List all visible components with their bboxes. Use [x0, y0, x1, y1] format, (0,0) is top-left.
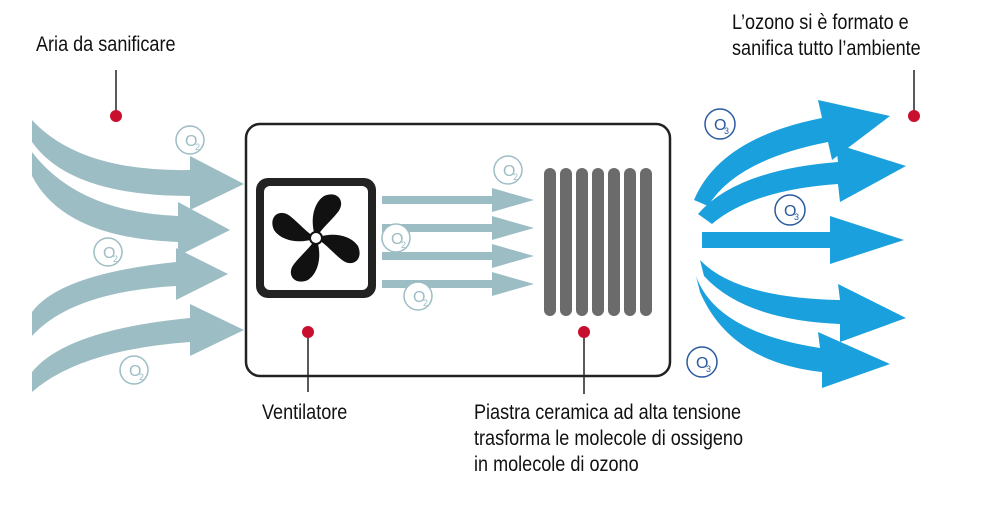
inner-arrow-4: [382, 272, 534, 296]
oxygen-subscript: 2: [195, 142, 200, 152]
inner-arrows: [382, 188, 534, 296]
label-fan-text: Ventilatore: [262, 401, 348, 424]
oxygen-molecule: O 2: [119, 355, 149, 385]
oxygen-symbol: O: [185, 133, 197, 150]
oxygen-molecule: O 2: [175, 125, 205, 155]
fan-icon: [256, 178, 376, 298]
oxygen-subscript: 2: [113, 254, 118, 264]
oxygen-molecule: O 2: [93, 237, 123, 267]
inner-arrow-2: [382, 216, 534, 240]
label-ozone-out-line-1: L’ozono si è formato e: [732, 11, 909, 34]
ozone-symbol: O: [784, 203, 796, 220]
oxygen-symbol: O: [503, 163, 515, 180]
outlet-arrows: [694, 100, 906, 388]
ozone-molecule: O 3: [774, 194, 806, 226]
inlet-arrows: [32, 120, 244, 392]
inlet-arrow-1: [32, 120, 244, 210]
oxygen-molecule: O 2: [493, 155, 523, 185]
label-plate-line-1: Piastra ceramica ad alta tensione: [474, 401, 742, 424]
outlet-arrow-2: [698, 144, 906, 224]
ozone-symbol: O: [696, 355, 708, 372]
ozone-symbol: O: [714, 117, 726, 134]
inlet-arrow-4: [32, 304, 244, 392]
label-ozone-out-line-2: sanifica tutto l’ambiente: [732, 37, 921, 60]
label-plate: Piastra ceramica ad alta tensione trasfo…: [474, 400, 743, 478]
marker-dot: [110, 110, 122, 122]
oxygen-molecule: O 2: [403, 281, 433, 311]
inlet-arrow-2: [32, 152, 230, 256]
ozone-subscript: 3: [794, 212, 799, 222]
oxygen-symbol: O: [413, 289, 425, 306]
label-plate-line-3: in molecole di ozono: [474, 453, 639, 476]
oxygen-subscript: 2: [401, 240, 406, 250]
oxygen-subscript: 2: [513, 172, 518, 182]
oxygen-symbol: O: [391, 231, 403, 248]
oxygen-symbol: O: [103, 245, 115, 262]
inlet-arrow-3: [32, 248, 228, 336]
ozone-subscript: 3: [706, 364, 711, 374]
marker-dot: [578, 326, 590, 338]
ceramic-plate-icon: [544, 168, 652, 316]
oxygen-subscript: 2: [139, 372, 144, 382]
label-air-in: Aria da sanificare: [36, 32, 176, 58]
label-plate-line-2: trasforma le molecole di ossigeno: [474, 427, 744, 450]
outlet-arrow-3: [702, 216, 904, 264]
outlet-arrow-4: [700, 260, 906, 342]
label-fan: Ventilatore: [262, 400, 347, 426]
ozone-molecule: O 3: [704, 108, 736, 140]
outlet-arrow-5: [696, 276, 890, 388]
inner-arrow-1: [382, 188, 534, 212]
callout-markers: [110, 70, 920, 394]
oxygen-symbol: O: [129, 363, 141, 380]
ozone-molecule: O 3: [686, 346, 718, 378]
oxygen-subscript: 2: [423, 298, 428, 308]
outlet-arrow-1: [694, 100, 890, 206]
inner-arrow-3: [382, 244, 534, 268]
marker-dot: [908, 110, 920, 122]
oxygen-molecule: O 2: [381, 223, 411, 253]
marker-dot: [302, 326, 314, 338]
ozone-subscript: 3: [724, 126, 729, 136]
label-ozone-out: L’ozono si è formato e sanifica tutto l’…: [732, 10, 921, 62]
label-air-in-text: Aria da sanificare: [36, 33, 176, 56]
